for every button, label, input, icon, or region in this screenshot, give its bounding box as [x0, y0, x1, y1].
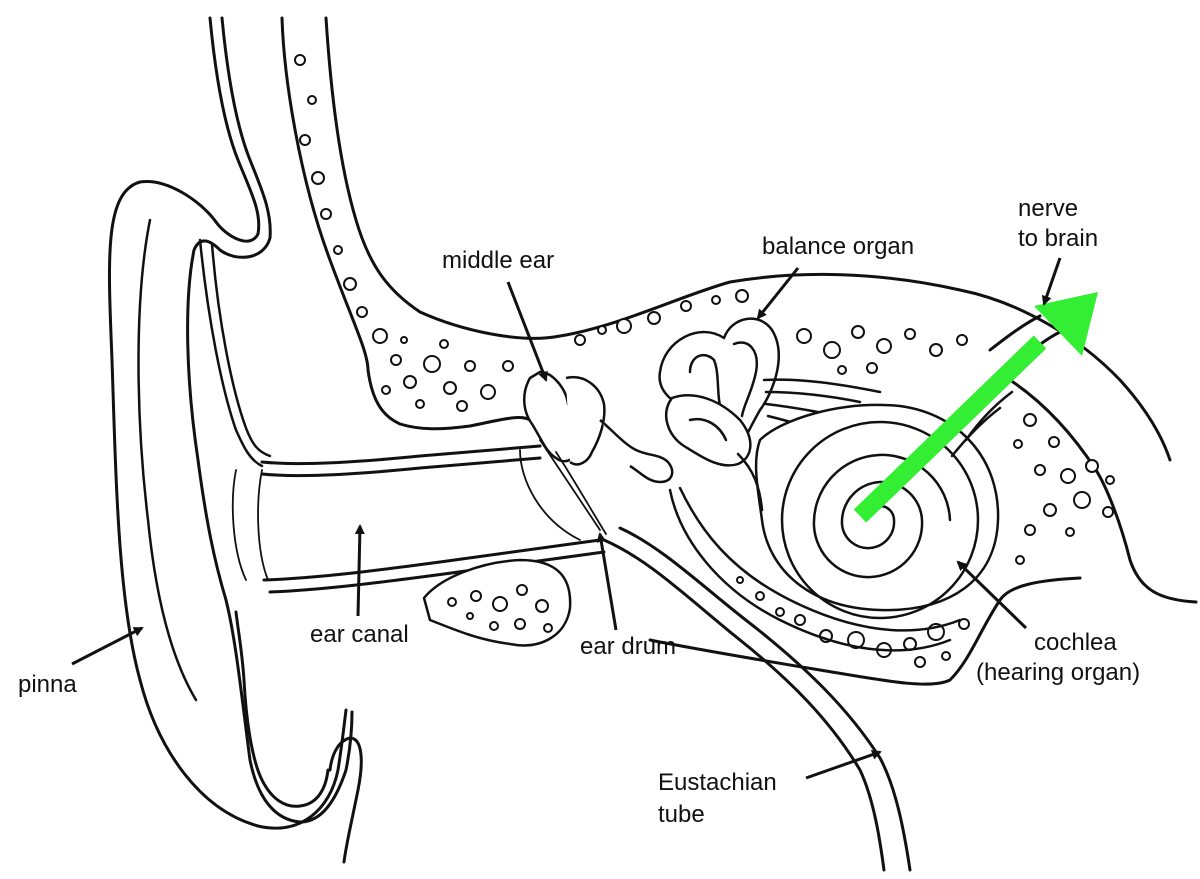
fragment-texture	[447, 584, 553, 633]
label-ear-canal: ear canal	[310, 621, 409, 648]
pointer-ear-canal	[354, 524, 365, 617]
bone-texture	[294, 54, 1115, 668]
ossicles	[523, 370, 674, 535]
pointer-nerve	[1041, 257, 1062, 306]
pointer-eustachian	[805, 749, 882, 780]
eustachian-tube	[602, 486, 962, 872]
label-eustachian-line2: tube	[658, 801, 705, 828]
nerve-signal-arrow	[853, 292, 1098, 523]
label-nerve-line2: to brain	[1018, 225, 1099, 252]
label-pointers	[71, 257, 1062, 780]
label-eustachian-line1: Eustachian	[658, 769, 777, 796]
pointer-ear-drum	[596, 532, 618, 631]
label-nerve-line1: nerve	[1018, 195, 1079, 222]
pinna-outline	[107, 16, 363, 864]
label-balance-organ: balance organ	[762, 233, 915, 260]
ear-canal-walls	[231, 444, 606, 594]
label-cochlea-line2: (hearing organ)	[976, 659, 1141, 686]
label-ear-drum: ear drum	[580, 633, 677, 660]
label-middle-ear: middle ear	[442, 247, 555, 274]
label-pinna: pinna	[18, 671, 77, 698]
balance-organ	[658, 317, 882, 467]
label-cochlea-line1: cochlea	[1034, 629, 1117, 656]
pointer-cochlea	[956, 560, 1028, 630]
pointer-middle-ear	[506, 281, 548, 382]
pointer-pinna	[71, 626, 144, 666]
pointer-balance-organ	[756, 267, 800, 320]
